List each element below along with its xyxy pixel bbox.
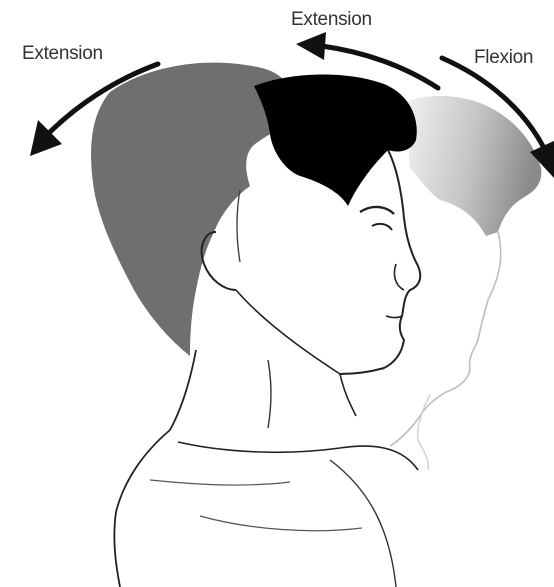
neck-and-shoulders — [114, 350, 418, 587]
neck-front-line — [340, 374, 356, 416]
flexed-face-outline — [390, 232, 501, 446]
extended-head — [91, 63, 293, 356]
neutral-nose-detail — [394, 264, 404, 290]
neutral-eyebrow — [360, 207, 394, 214]
throat-line — [268, 360, 271, 428]
extension-label-top: Extension — [291, 9, 372, 31]
neck-back-line — [170, 350, 196, 430]
shoulder-inner-line — [150, 480, 290, 485]
clavicle-line — [200, 516, 362, 531]
neutral-sideburn — [237, 190, 240, 262]
shoulder-contour — [114, 430, 170, 587]
neutral-eye — [372, 224, 392, 230]
neutral-mouth — [386, 316, 402, 318]
neutral-head-hair — [254, 74, 417, 206]
flexion-label: Flexion — [474, 47, 533, 69]
flexed-head — [390, 96, 541, 470]
chest-line — [330, 460, 396, 587]
extended-head-hair — [91, 63, 293, 356]
collar-line — [178, 442, 418, 470]
extension-label-left: Extension — [22, 43, 103, 65]
neutral-jaw — [236, 290, 340, 374]
